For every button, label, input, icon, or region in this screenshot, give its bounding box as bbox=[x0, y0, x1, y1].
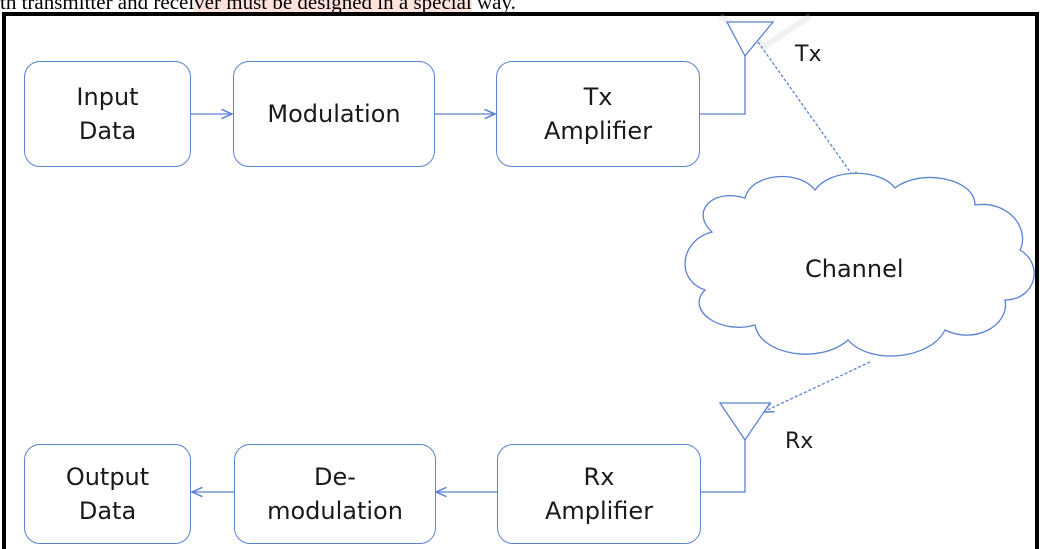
tx-amplifier-line1: Tx bbox=[583, 83, 613, 111]
tx-antenna-icon bbox=[725, 21, 775, 58]
tx-amplifier-line2: Amplifier bbox=[543, 117, 653, 145]
rx-amplifier-block: Rx Amplifier bbox=[497, 444, 701, 544]
signal-tx-to-channel bbox=[757, 41, 858, 183]
input-data-line1: Input bbox=[76, 83, 139, 111]
rx-feed-line bbox=[701, 440, 746, 493]
document-text-line: th transmitter and receiver must be desi… bbox=[0, 0, 516, 14]
tx-antenna-label: Tx bbox=[795, 42, 822, 67]
input-data-block: Input Data bbox=[24, 61, 191, 167]
modulation-block: Modulation bbox=[233, 61, 435, 167]
text-after: way. bbox=[471, 0, 516, 14]
rx-amplifier-line2: Amplifier bbox=[544, 497, 654, 525]
demodulation-line1: De- bbox=[314, 463, 356, 491]
input-data-line2: Data bbox=[78, 117, 137, 145]
channel-cloud-icon bbox=[684, 172, 1035, 357]
output-data-line2: Data bbox=[78, 497, 137, 525]
text-before: th transmitter and recei bbox=[0, 0, 195, 14]
modulation-label: Modulation bbox=[267, 100, 401, 128]
channel-label: Channel bbox=[805, 255, 904, 283]
output-data-block: Output Data bbox=[24, 444, 191, 544]
output-data-line1: Output bbox=[65, 463, 150, 491]
tx-amplifier-block: Tx Amplifier bbox=[496, 61, 700, 167]
rx-amplifier-line1: Rx bbox=[583, 463, 615, 491]
tx-feed-line bbox=[699, 44, 746, 115]
text-highlight: ver must be designed in a special bbox=[194, 0, 472, 14]
rx-antenna-icon bbox=[718, 402, 772, 442]
rx-antenna-label: Rx bbox=[785, 429, 814, 454]
demodulation-block: De- modulation bbox=[234, 444, 436, 544]
demodulation-line2: modulation bbox=[267, 497, 403, 525]
diagram-frame bbox=[2, 12, 1039, 549]
signal-channel-to-rx bbox=[763, 361, 871, 412]
